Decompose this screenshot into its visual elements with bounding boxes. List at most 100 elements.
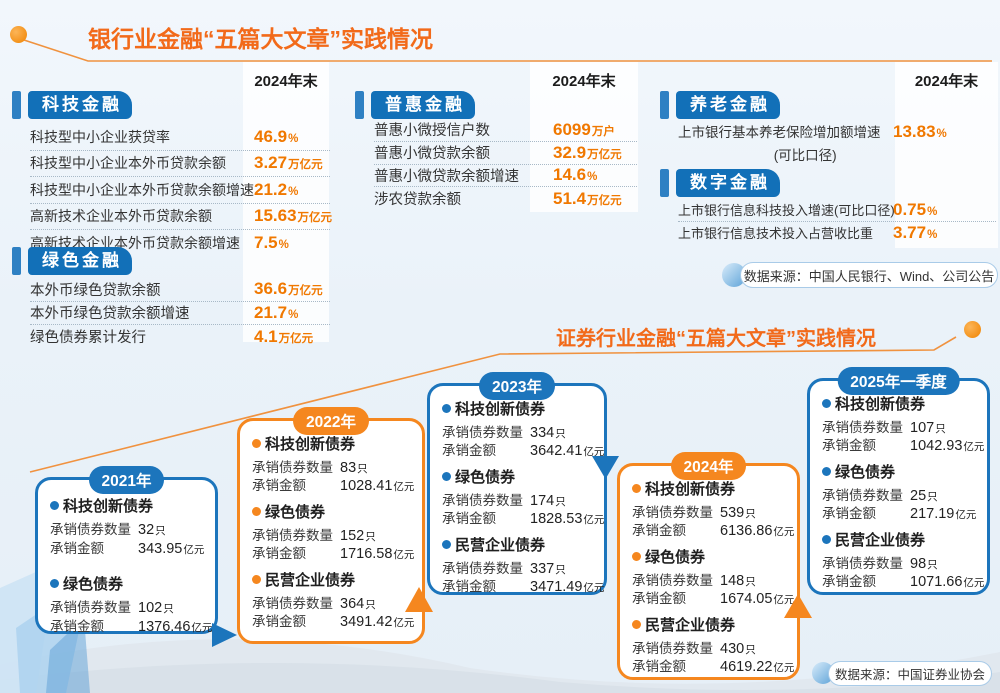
metric-unit: 万亿元 — [297, 212, 333, 225]
bond-name-row: 民营企业债券 — [822, 529, 983, 549]
metric-number: 36.6 — [254, 279, 288, 299]
metric-label: 普惠小微授信户数 — [374, 123, 490, 140]
metric-number: 7.5 — [254, 233, 278, 253]
bond-name-row: 绿色债券 — [50, 573, 211, 593]
bond-count-unit: 只 — [365, 599, 376, 611]
value-strip-col3 — [895, 62, 998, 248]
metric-number: 21.2 — [254, 179, 288, 199]
metric-unit: % — [936, 128, 947, 140]
bond-count-value: 152 — [340, 528, 365, 544]
metric-number: 4.1 — [254, 326, 278, 346]
metric-label: 普惠小微贷款余额增速 — [374, 168, 519, 185]
bond-amount-value: 1028.41 — [340, 478, 393, 494]
bond-name: 科技创新债券 — [835, 395, 926, 413]
bond-amount-unit: 亿元 — [583, 446, 605, 458]
bond-count-label: 承销债券数量 — [50, 600, 131, 615]
bond-amount-value: 1716.58 — [340, 546, 393, 562]
bond-amount-unit: 亿元 — [191, 622, 213, 634]
bond-amount-unit: 亿元 — [963, 441, 985, 453]
flow-arrow-down-2023-2024 — [592, 456, 619, 479]
bond-amount-value: 1042.93 — [910, 438, 963, 454]
bond-name: 绿色债券 — [265, 503, 326, 521]
bond-count-value: 25 — [910, 488, 927, 504]
bond-count-label: 承销债券数量 — [822, 420, 903, 435]
bullet-dot — [252, 574, 261, 584]
section-title: 养老金融 — [676, 91, 780, 119]
banking-title-dot — [10, 26, 27, 43]
bond-count-label: 承销债券数量 — [632, 573, 713, 588]
bond-amount-label: 承销金额 — [822, 574, 876, 589]
securities-rising-line — [29, 336, 957, 473]
bond-amount-value: 3471.49 — [530, 579, 583, 595]
metric-unit: % — [288, 132, 299, 145]
bond-count-label: 承销债券数量 — [632, 641, 713, 656]
bond-amount-label: 承销金额 — [822, 438, 876, 453]
bond-amount-unit: 亿元 — [955, 509, 977, 521]
metric-unit: % — [278, 239, 289, 252]
section-title: 普惠金融 — [371, 91, 475, 119]
metric-number: 13.83 — [893, 122, 936, 141]
bond-name-row: 科技创新债券 — [50, 495, 211, 515]
bullet-dot — [442, 403, 451, 413]
section-accent-bar — [660, 91, 669, 119]
section-header-0: 科技金融 — [12, 91, 132, 119]
bond-count-unit: 只 — [555, 496, 566, 508]
metric-value: 6099万户 — [553, 120, 615, 140]
bond-name: 民营企业债券 — [835, 531, 926, 549]
period-label-col1: 2024年末 — [254, 73, 318, 90]
bond-amount-label: 承销金额 — [50, 541, 104, 556]
bond-amount-value: 1376.46 — [138, 619, 191, 635]
metric-row: 上市银行基本养老保险增加额增速(可比口径) 13.83% — [678, 118, 996, 164]
section-title: 绿色金融 — [28, 247, 132, 275]
banking-source: 数据来源：中国人民银行、Wind、公司公告 — [740, 262, 998, 288]
securities-title-dot — [964, 321, 981, 338]
metric-label: 绿色债券累计发行 — [30, 330, 146, 347]
metric-label: 科技型中小企业获贷率 — [30, 128, 170, 145]
bond-name-row: 绿色债券 — [442, 466, 600, 486]
bond-name: 绿色债券 — [63, 575, 124, 593]
bond-count-unit: 只 — [745, 508, 756, 520]
bond-name: 科技创新债券 — [455, 400, 546, 418]
metric-value: 21.7% — [254, 303, 298, 323]
bond-name-row: 绿色债券 — [252, 501, 418, 521]
year-pill: 2024年 — [670, 452, 747, 480]
metric-value: 15.63万亿元 — [254, 206, 332, 226]
bond-amount-unit: 亿元 — [773, 526, 795, 538]
section-header-4: 数字金融 — [660, 169, 780, 197]
bond-count-value: 334 — [530, 425, 555, 441]
metric-row: 科技型中小企业获贷率 46.9% — [30, 124, 330, 151]
bond-amount-unit: 亿元 — [773, 662, 795, 674]
bond-count-label: 承销债券数量 — [252, 460, 333, 475]
bond-count-label: 承销债券数量 — [822, 488, 903, 503]
year-pill: 2021年 — [88, 466, 165, 494]
bond-amount-label: 承销金额 — [632, 659, 686, 674]
metric-number: 3.27 — [254, 153, 288, 173]
metric-label: 上市银行基本养老保险增加额增速(可比口径) — [678, 125, 881, 163]
metric-number: 46.9 — [254, 126, 288, 146]
bond-amount-unit: 亿元 — [393, 481, 415, 493]
bond-name: 绿色债券 — [645, 548, 706, 566]
section-title: 科技金融 — [28, 91, 132, 119]
metric-unit: % — [587, 171, 598, 184]
